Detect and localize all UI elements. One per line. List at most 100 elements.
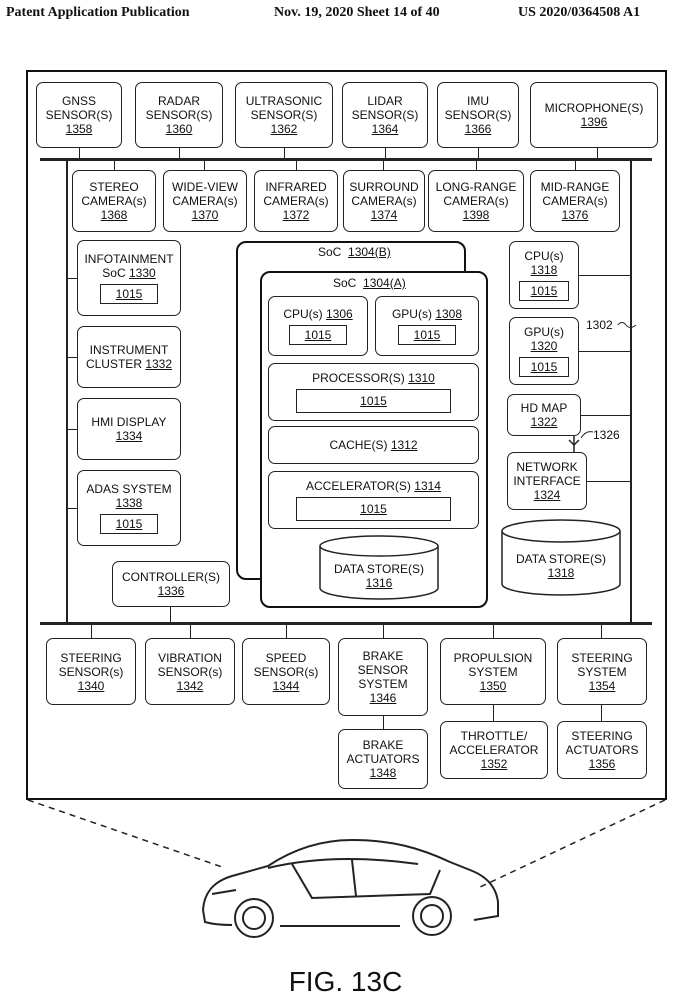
connector — [493, 705, 494, 721]
right-bus — [630, 158, 632, 622]
connector — [478, 148, 479, 158]
surround-ref: 1374 — [370, 208, 398, 222]
antenna-icon — [568, 436, 580, 452]
long-range-label-2: CAMERA(s) — [443, 194, 509, 208]
left-bus — [66, 158, 68, 622]
mid-range-ref: 1376 — [561, 208, 589, 222]
brake-sensor-system-box: BRAKE SENSOR SYSTEM 1346 — [338, 638, 428, 716]
controller-label: CONTROLLER(S) — [121, 570, 220, 584]
hmi-label: HMI DISPLAY — [91, 415, 167, 429]
processor-label: PROCESSOR(S) — [312, 371, 405, 385]
soc-data-store-label: DATA STORE(S) 1316 — [318, 556, 440, 596]
imu-sensor-box: IMU SENSOR(S) 1366 — [437, 82, 519, 148]
wide-view-label-2: CAMERA(s) — [172, 194, 238, 208]
soc-b-ref: 1304(B) — [348, 245, 391, 259]
accelerator-module-ref: 1015 — [360, 502, 387, 516]
radar-label-1: RADAR — [157, 94, 200, 108]
gpu-label: GPU(s) — [524, 325, 564, 339]
soc-cpu-ref: 1306 — [325, 307, 353, 321]
radar-label-2: SENSOR(S) — [145, 108, 213, 122]
long-range-label-1: LONG-RANGE — [435, 180, 517, 194]
throttle-ref: 1352 — [480, 757, 508, 771]
microphone-box: MICROPHONE(S) 1396 — [530, 82, 658, 148]
vibration-label-1: VIBRATION — [158, 650, 222, 665]
soc-b-title: SoC 1304(B) — [318, 245, 391, 259]
connector — [385, 148, 386, 158]
connector — [601, 705, 602, 721]
soc-a-ref: 1304(A) — [363, 276, 406, 290]
infrared-ref: 1372 — [282, 208, 310, 222]
processor-module: 1015 — [296, 389, 451, 413]
hmi-ref: 1334 — [115, 429, 143, 443]
hd-map-box: HD MAP 1322 — [507, 394, 581, 436]
gpu-ref: 1320 — [530, 339, 558, 353]
surround-camera-box: SURROUND CAMERA(s) 1374 — [343, 170, 425, 232]
hd-map-ref: 1322 — [530, 415, 558, 429]
connector — [190, 622, 191, 638]
wide-view-camera-box: WIDE-VIEW CAMERA(s) 1370 — [163, 170, 247, 232]
vehicle-illustration — [27, 799, 666, 938]
steering-actuators-label-2: ACTUATORS — [565, 743, 639, 757]
connector — [579, 275, 630, 276]
connector — [575, 158, 576, 170]
infotainment-ref: 1330 — [128, 266, 156, 280]
brake-actuators-label-1: BRAKE — [362, 738, 404, 752]
speed-ref: 1344 — [272, 678, 300, 693]
connector — [581, 415, 630, 416]
leader-line — [580, 431, 594, 439]
connector — [296, 158, 297, 170]
lidar-label-1: LIDAR — [367, 94, 403, 108]
radar-ref: 1360 — [165, 122, 193, 136]
imu-label-2: SENSOR(S) — [444, 108, 512, 122]
connector — [286, 622, 287, 638]
cluster-label-2: CLUSTER — [85, 357, 142, 371]
lidar-ref: 1364 — [371, 122, 399, 136]
publication-number: US 2020/0364508 A1 — [518, 5, 641, 20]
lidar-sensor-box: LIDAR SENSOR(S) 1364 — [342, 82, 428, 148]
controller-box: CONTROLLER(S) 1336 — [112, 561, 230, 607]
mid-range-label-1: MID-RANGE — [540, 180, 610, 194]
long-range-ref: 1398 — [462, 208, 490, 222]
soc-cpu-box: CPU(s) 1306 1015 — [268, 296, 368, 356]
stereo-ref: 1368 — [100, 208, 128, 222]
vibration-ref: 1342 — [176, 678, 204, 693]
ultrasonic-sensor-box: ULTRASONIC SENSOR(S) 1362 — [235, 82, 333, 148]
adas-label: ADAS SYSTEM — [86, 482, 172, 496]
cpu-label: CPU(s) — [524, 249, 564, 263]
cache-label: CACHE(S) — [329, 438, 388, 452]
radar-sensor-box: RADAR SENSOR(S) 1360 — [135, 82, 223, 148]
connector — [476, 158, 477, 170]
controller-ref: 1336 — [157, 584, 185, 598]
lidar-label-2: SENSOR(S) — [351, 108, 419, 122]
speed-label-1: SPEED — [265, 650, 307, 665]
surround-label-2: CAMERA(s) — [351, 194, 417, 208]
bottom-bus — [40, 622, 652, 625]
mid-range-label-2: CAMERA(s) — [542, 194, 608, 208]
steering-sensor-box: STEERING SENSOR(s) 1340 — [46, 638, 136, 705]
ultrasonic-label-2: SENSOR(S) — [250, 108, 318, 122]
hd-map-label: HD MAP — [520, 401, 568, 415]
throttle-label-1: THROTTLE/ — [460, 729, 528, 743]
propulsion-label-1: PROPULSION — [453, 650, 533, 665]
wide-view-label-1: WIDE-VIEW — [172, 180, 238, 194]
infrared-label-2: CAMERA(s) — [263, 194, 329, 208]
infotainment-soc-box: INFOTAINMENT SoC 1330 1015 — [77, 240, 181, 316]
gnss-label-1: GNSS — [61, 94, 96, 108]
connector — [114, 158, 115, 170]
stereo-camera-box: STEREO CAMERA(s) 1368 — [72, 170, 156, 232]
data-store-text: DATA STORE(S) — [515, 552, 606, 566]
microphone-ref: 1396 — [580, 115, 608, 129]
soc-data-store-text: DATA STORE(S) — [333, 562, 424, 576]
cpu-module: 1015 — [519, 281, 569, 301]
connector — [383, 158, 384, 170]
soc-gpu-box: GPU(s) 1308 1015 — [375, 296, 479, 356]
cpu-ref: 1318 — [530, 263, 558, 277]
brake-sensor-label-3: SYSTEM — [358, 677, 408, 691]
top-bus — [40, 158, 652, 161]
soc-data-store-cylinder — [319, 535, 439, 600]
propulsion-system-box: PROPULSION SYSTEM 1350 — [440, 638, 546, 705]
cluster-label-1: INSTRUMENT — [89, 343, 169, 357]
cpu-box: CPU(s) 1318 1015 — [509, 241, 579, 309]
wide-view-ref: 1370 — [191, 208, 219, 222]
publication-date-sheet: Nov. 19, 2020 Sheet 14 of 40 — [274, 5, 440, 20]
